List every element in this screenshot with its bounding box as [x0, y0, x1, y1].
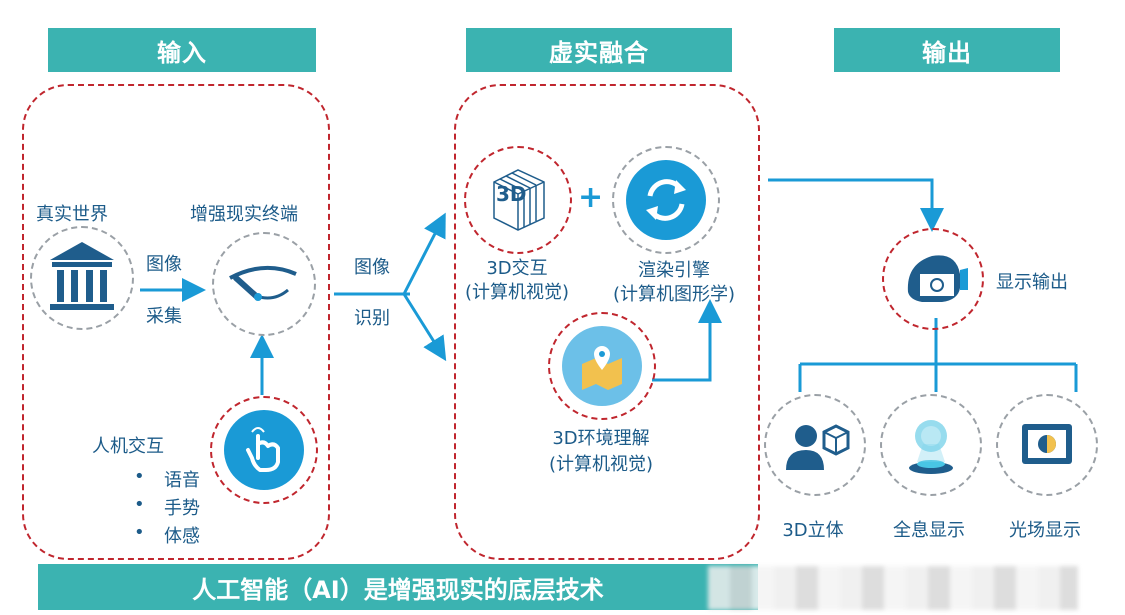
person-cube-icon: [786, 424, 850, 470]
hci-bullet-1: •: [134, 466, 145, 487]
fusion-header: 虚实融合: [466, 28, 732, 72]
input-frame: [22, 84, 330, 560]
map-pin-icon: [582, 346, 622, 390]
3d-cube-icon: [493, 169, 545, 231]
output-item-lightfield: 光场显示: [1009, 520, 1081, 541]
env-understanding-circle: [548, 312, 656, 420]
refresh-icon: [646, 179, 686, 221]
light-field-icon: [1022, 424, 1072, 464]
light-field-circle: [996, 394, 1098, 496]
building-icon: [50, 242, 114, 310]
fusion-frame: [454, 84, 760, 560]
env-label-1: 3D环境理解: [552, 428, 650, 449]
hci-bullet-2: •: [134, 494, 145, 515]
render-label-1: 渲染引擎: [638, 260, 710, 281]
interaction-label-2: (计算机视觉): [464, 282, 570, 303]
output-header: 输出: [834, 28, 1060, 72]
vr-headset-icon: [907, 255, 968, 302]
output-item-3d: 3D立体: [782, 520, 844, 541]
blurred-watermark: [708, 566, 1078, 610]
capture-label-1: 图像: [146, 254, 182, 275]
real-world-circle: [30, 226, 134, 330]
ar-terminal-label: 增强现实终端: [190, 204, 298, 225]
display-output-circle: [882, 228, 984, 330]
real-world-label: 真实世界: [36, 204, 108, 225]
hci-icon-bg: [224, 410, 304, 490]
hci-item-gesture: 手势: [164, 498, 200, 519]
3d-icon-text: 3D: [496, 182, 527, 206]
capture-label-2: 采集: [146, 306, 182, 327]
env-icon-bg: [562, 326, 642, 406]
3d-stereo-circle: [764, 394, 866, 496]
input-header: 输入: [48, 28, 316, 72]
hci-label: 人机交互: [92, 436, 164, 457]
hologram-circle: [880, 394, 982, 496]
hci-circle: [210, 396, 318, 504]
env-label-2: (计算机视觉): [548, 454, 654, 475]
hologram-icon: [909, 420, 953, 474]
output-item-hologram: 全息显示: [893, 520, 965, 541]
hci-item-voice: 语音: [164, 470, 200, 491]
render-icon-bg: [626, 160, 706, 240]
interaction-label-1: 3D交互: [486, 258, 548, 279]
hci-item-motion: 体感: [164, 526, 200, 547]
ar-glasses-icon: [229, 265, 297, 301]
ar-terminal-circle: [212, 232, 316, 336]
3d-interaction-circle: 3D: [464, 146, 572, 254]
plus-sign: +: [578, 180, 604, 215]
recognition-label-1: 图像: [354, 257, 390, 278]
hand-touch-icon: [246, 427, 280, 472]
recognition-label-2: 识别: [354, 308, 390, 329]
bottom-banner: 人工智能（AI）是增强现实的底层技术: [38, 564, 758, 610]
render-engine-circle: [612, 146, 720, 254]
render-label-2: (计算机图形学): [612, 284, 736, 305]
display-output-label: 显示输出: [996, 272, 1068, 293]
hci-bullet-3: •: [134, 522, 145, 543]
